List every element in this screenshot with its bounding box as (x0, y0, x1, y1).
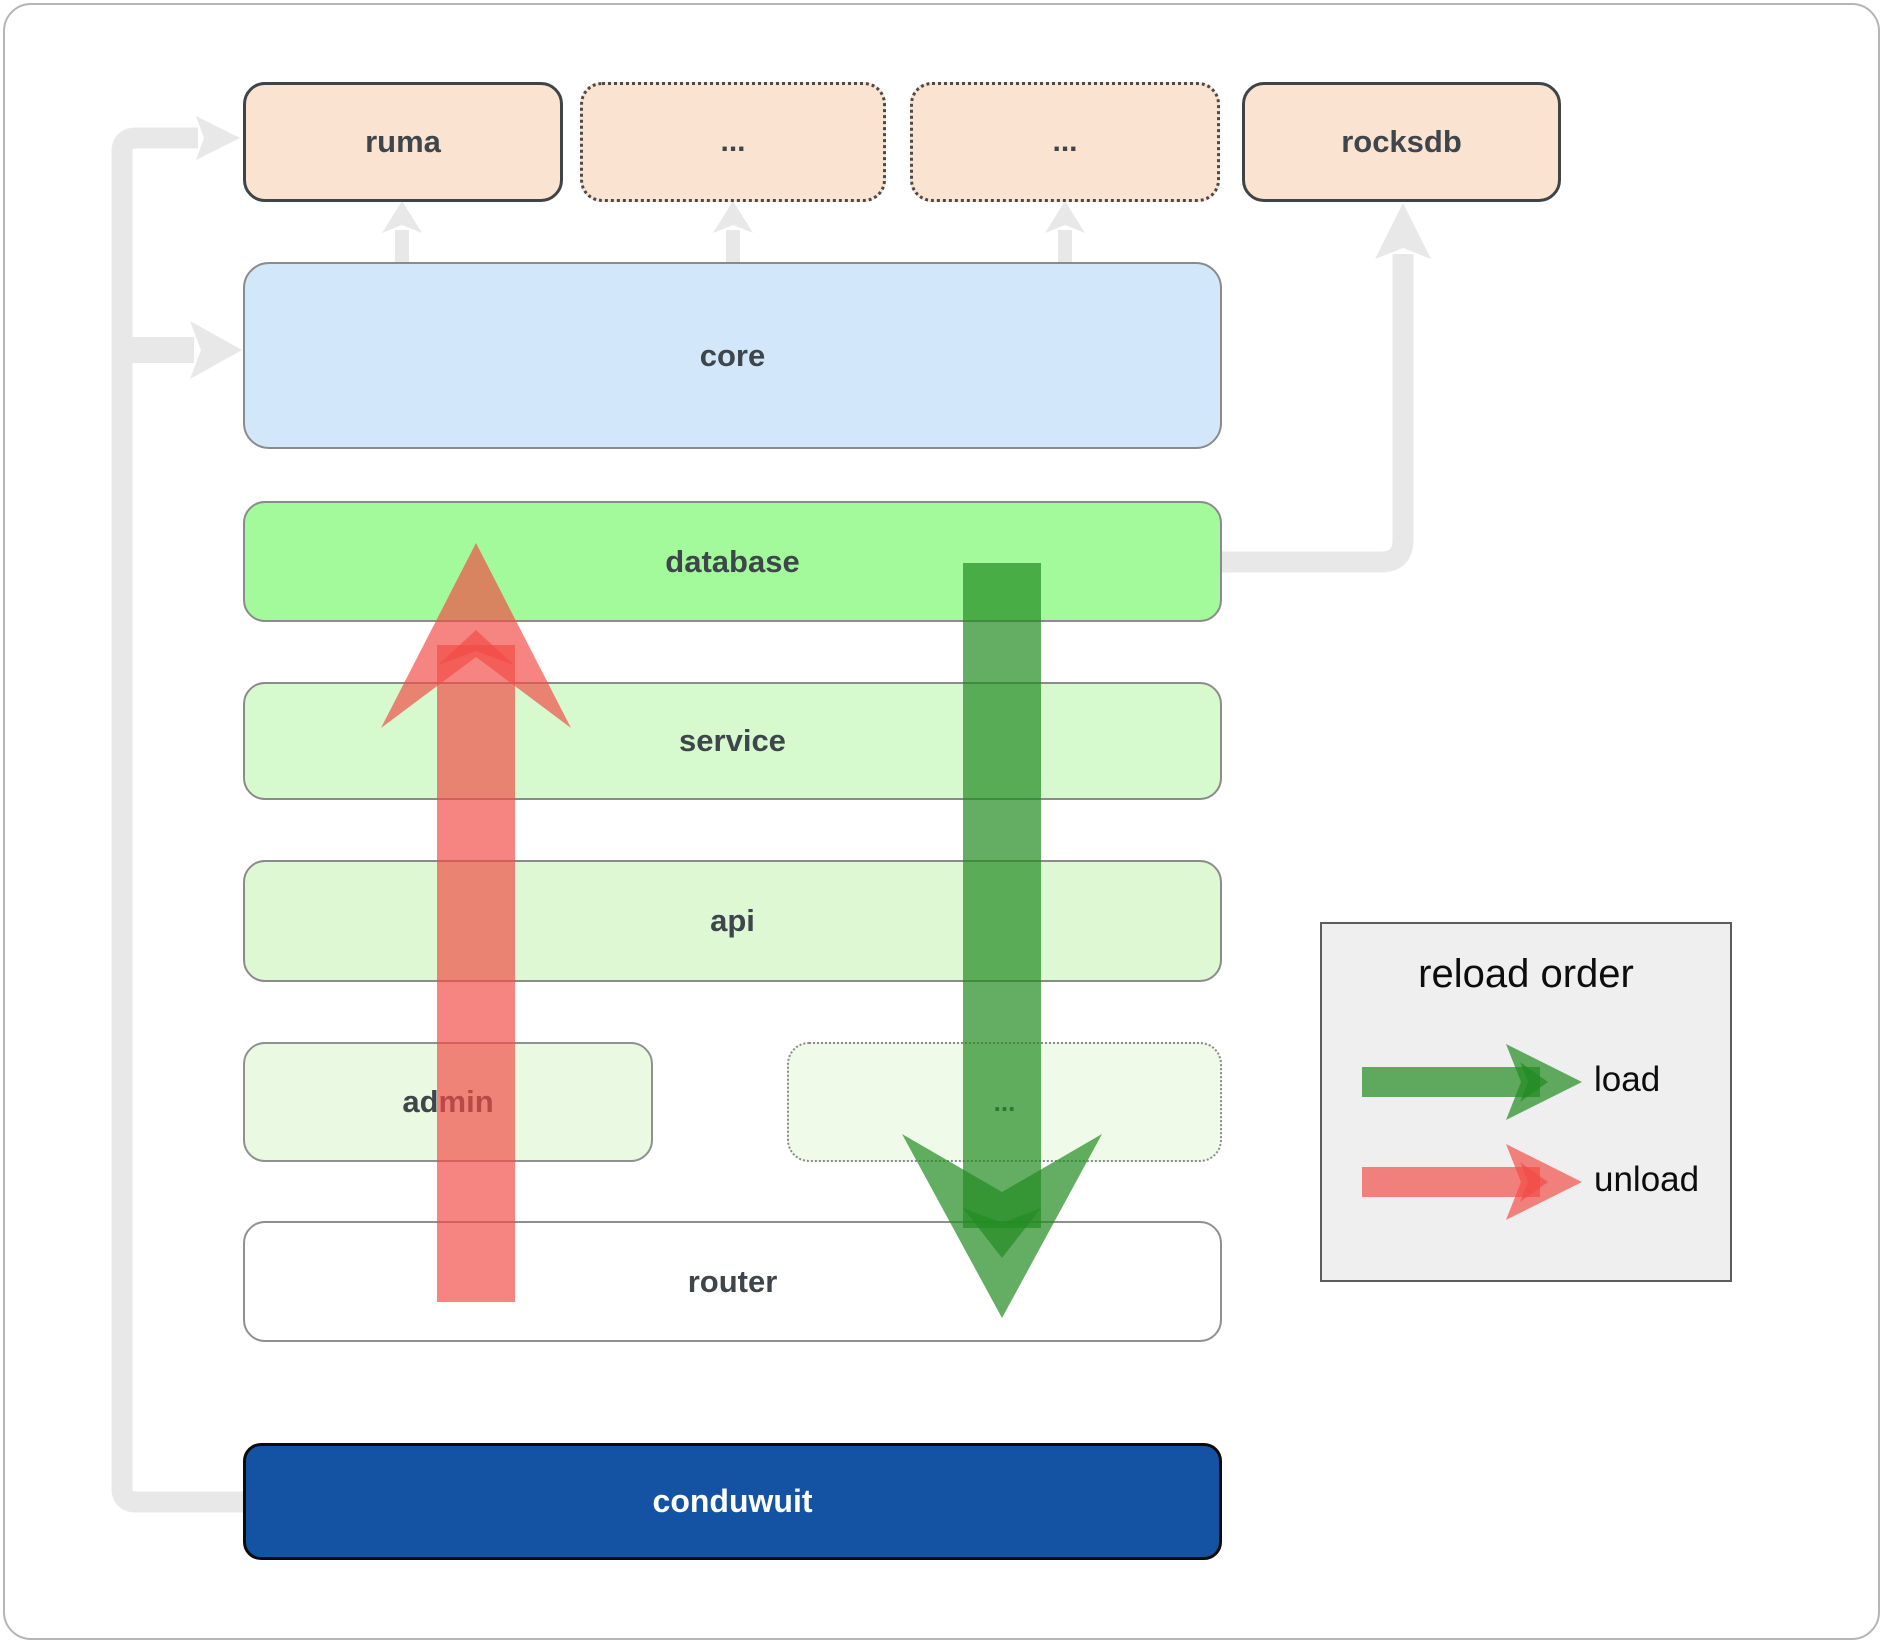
core-to-ellipsis-2-arrow (1045, 201, 1085, 264)
node-rocksdb: rocksdb (1242, 82, 1561, 202)
ruma-arrowhead-icon (196, 116, 240, 160)
core-arrowhead-icon (190, 321, 242, 379)
node-conduwuit-label: conduwuit (652, 1483, 813, 1519)
node-ruma: ruma (243, 82, 563, 202)
unload-arrow-inner-head (438, 630, 514, 665)
node-rocksdb-label: rocksdb (1341, 124, 1462, 159)
node-api-label: api (710, 903, 755, 938)
node-core-label: core (699, 337, 766, 373)
node-router-label: router (687, 1263, 778, 1299)
legend-item-load-label: load (1594, 1060, 1661, 1099)
node-core: core (243, 262, 1222, 449)
node-database-label: database (665, 543, 800, 579)
node-database: database (243, 501, 1222, 622)
conduwuit-to-ruma-connector (111, 127, 244, 1513)
node-ellipsis-1: ... (580, 82, 886, 202)
node-ellipsis-2-label: ... (1052, 125, 1078, 158)
database-to-rocksdb-connector (1222, 254, 1414, 573)
legend-title: reload order (1418, 952, 1634, 996)
node-admin-ellipsis-label: ... (993, 1086, 1016, 1117)
node-admin-ellipsis: ... (787, 1042, 1222, 1162)
node-service-label: service (679, 723, 786, 758)
node-router: router (243, 1221, 1222, 1342)
core-to-ellipsis-1-arrow (713, 201, 753, 264)
node-api: api (243, 860, 1222, 982)
core-to-ruma-arrow (382, 201, 422, 264)
node-ellipsis-1-label: ... (720, 125, 746, 158)
node-conduwuit: conduwuit (243, 1443, 1222, 1560)
outer-border (3, 3, 1880, 1640)
node-ruma-label: ruma (365, 124, 441, 159)
rocksdb-arrowhead-icon (1375, 203, 1431, 259)
node-ellipsis-2: ... (910, 82, 1220, 202)
node-admin: admin (243, 1042, 653, 1162)
node-service: service (243, 682, 1222, 800)
node-admin-label: admin (402, 1084, 494, 1119)
legend-item-unload-label: unload (1594, 1160, 1700, 1199)
